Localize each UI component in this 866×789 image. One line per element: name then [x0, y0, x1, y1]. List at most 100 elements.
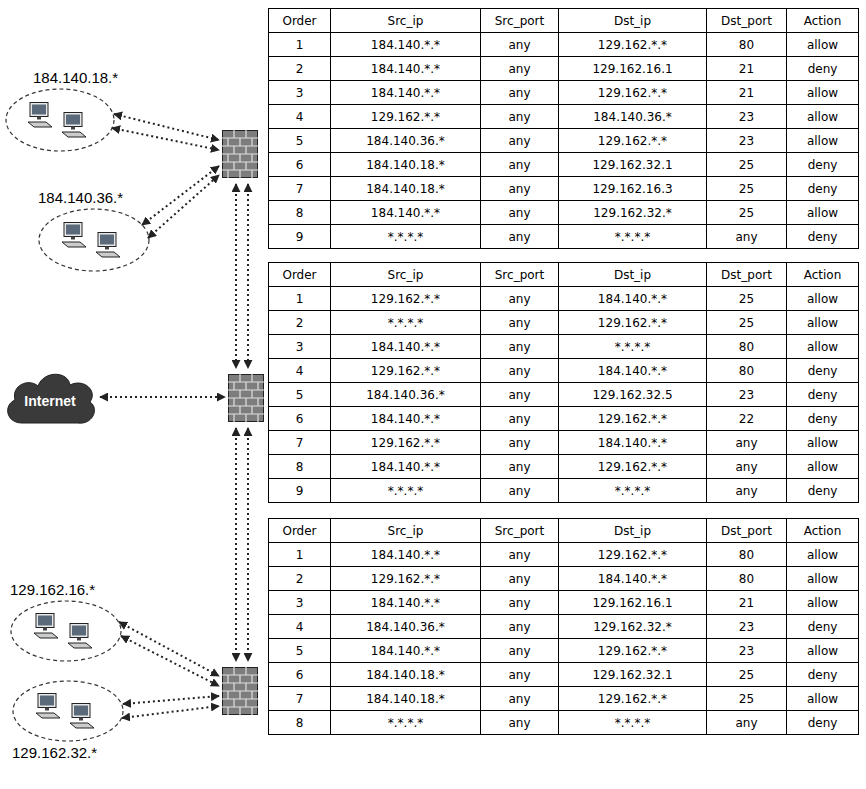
table-cell: any: [508, 388, 530, 402]
table-cell-box: 2: [268, 56, 331, 81]
table-cell: deny: [808, 484, 838, 498]
table-cell-box: deny: [786, 176, 859, 201]
table-cell-box: 184.140.*.*: [330, 406, 481, 431]
table-cell-box: any: [480, 104, 559, 129]
table-cell: 184.140.36.*: [366, 620, 445, 634]
table-header-box: Dst_port: [706, 518, 787, 543]
table-cell-box: deny: [786, 224, 859, 249]
table-cell: 2: [296, 316, 304, 330]
table-cell-box: any: [480, 334, 559, 359]
table-cell: 4: [296, 364, 304, 378]
table-cell-box: 23: [706, 128, 787, 153]
table-cell: 129.162.*.*: [598, 692, 667, 706]
table-cell: 184.140.*.*: [371, 340, 440, 354]
table-cell: 184.140.*.*: [598, 436, 667, 450]
table-cell-box: 7: [268, 176, 331, 201]
dotted-link: [122, 706, 219, 718]
table-header-box: Src_port: [480, 262, 559, 287]
table-cell: 129.162.16.3: [592, 182, 672, 196]
table-cell-box: any: [706, 430, 787, 455]
table-cell-box: any: [480, 566, 559, 591]
table-cell-box: deny: [786, 56, 859, 81]
table-cell-box: 2: [268, 310, 331, 335]
table-cell-box: any: [706, 478, 787, 503]
firewall-icon: [222, 667, 258, 715]
table-cell: any: [508, 134, 530, 148]
subnet-label: 129.162.16.*: [10, 581, 95, 598]
firewall-icon: [222, 130, 258, 178]
table-cell-box: 5: [268, 382, 331, 407]
table-cell: 1: [296, 292, 304, 306]
table-cell: 2: [296, 572, 304, 586]
table-cell: 8: [296, 460, 304, 474]
table-cell-box: 23: [706, 638, 787, 663]
computer-icon: [34, 614, 58, 639]
table-cell-box: 80: [706, 566, 787, 591]
table-header: Dst_port: [721, 524, 772, 538]
table-cell-box: 129.162.*.*: [558, 542, 707, 567]
table-cell-box: 3: [268, 80, 331, 105]
table-cell-box: 184.140.36.*: [558, 104, 707, 129]
table-cell-box: *.*.*.*: [330, 710, 481, 735]
table-header-box: Order: [268, 518, 331, 543]
table-cell: 80: [739, 548, 754, 562]
table-cell: 23: [739, 134, 754, 148]
table-cell: any: [508, 644, 530, 658]
table-cell: allow: [807, 548, 838, 562]
table-cell: any: [508, 548, 530, 562]
table-cell: 129.162.*.*: [371, 364, 440, 378]
table-cell: 25: [739, 206, 754, 220]
table-cell-box: 21: [706, 80, 787, 105]
table-cell-box: 25: [706, 200, 787, 225]
table-cell: deny: [808, 158, 838, 172]
table-cell-box: 23: [706, 104, 787, 129]
table-cell: 23: [739, 620, 754, 634]
table-cell: 25: [739, 158, 754, 172]
table-cell-box: 6: [268, 662, 331, 687]
computer-icon: [36, 694, 60, 719]
table-cell: 8: [296, 206, 304, 220]
table-cell-box: 25: [706, 152, 787, 177]
table-cell: 129.162.32.1: [592, 158, 672, 172]
table-header-box: Dst_ip: [558, 262, 707, 287]
cloud-label: Internet: [24, 385, 75, 409]
table-cell-box: any: [480, 454, 559, 479]
table-cell-box: allow: [786, 566, 859, 591]
table-header: Action: [804, 14, 842, 28]
table-header: Src_port: [495, 524, 544, 538]
table-cell-box: 129.162.16.1: [558, 56, 707, 81]
table-cell-box: *.*.*.*: [330, 224, 481, 249]
table-cell: 21: [739, 596, 754, 610]
table-cell: 129.162.*.*: [598, 460, 667, 474]
dotted-link: [247, 184, 249, 368]
table-cell-box: any: [480, 406, 559, 431]
table-cell: 7: [296, 182, 304, 196]
table-cell: any: [508, 596, 530, 610]
table-cell: 8: [296, 716, 304, 730]
table-cell: 6: [296, 668, 304, 682]
host-group: 129.162.32.*: [12, 680, 124, 742]
table-cell: any: [508, 158, 530, 172]
table-header: Dst_ip: [614, 524, 651, 538]
table-cell: any: [508, 62, 530, 76]
table-cell: 6: [296, 158, 304, 172]
table-cell: 184.140.*.*: [371, 460, 440, 474]
table-cell-box: 4: [268, 104, 331, 129]
table-cell: 129.162.*.*: [598, 134, 667, 148]
table-cell: *.*.*.*: [388, 230, 423, 244]
table-cell: 129.162.*.*: [598, 86, 667, 100]
table-header: Src_ip: [388, 268, 424, 282]
table-cell: 1: [296, 38, 304, 52]
table-cell-box: 129.162.16.1: [558, 590, 707, 615]
table-cell: any: [508, 668, 530, 682]
table-cell-box: 8: [268, 200, 331, 225]
computer-icon: [96, 233, 120, 258]
table-cell: any: [508, 620, 530, 634]
label-holder: 129.162.16.*: [10, 581, 95, 598]
table-header: Src_port: [495, 14, 544, 28]
table-cell: any: [508, 572, 530, 586]
ellipse-outline: [38, 208, 150, 272]
table-cell-box: deny: [786, 152, 859, 177]
table-cell-box: allow: [786, 128, 859, 153]
